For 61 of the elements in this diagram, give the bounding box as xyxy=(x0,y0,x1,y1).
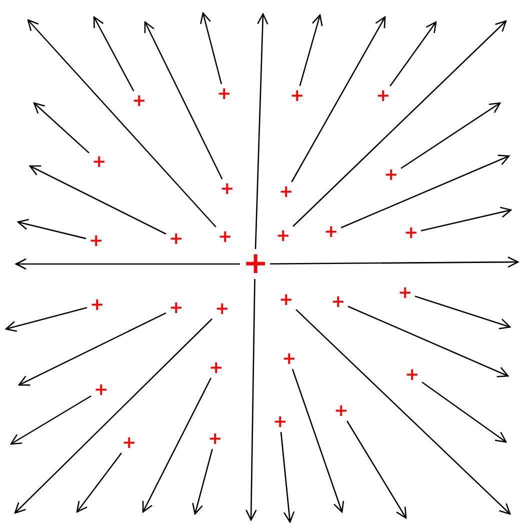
field-arrow xyxy=(400,102,501,169)
field-arrow xyxy=(33,102,90,154)
field-arrow xyxy=(93,16,134,92)
test-charge: + xyxy=(220,182,234,196)
field-arrow xyxy=(76,452,122,513)
test-charge: + xyxy=(282,352,296,366)
field-arrow xyxy=(17,218,86,240)
test-charge: + xyxy=(89,234,103,248)
field-arrow xyxy=(280,432,295,523)
field-arrow xyxy=(200,12,222,84)
test-charge: + xyxy=(279,185,293,199)
field-arrow xyxy=(10,395,92,445)
test-charge: + xyxy=(405,368,419,382)
field-arrow xyxy=(340,154,510,228)
field-arrow xyxy=(291,16,386,182)
test-charge: + xyxy=(376,89,390,103)
test-charge: + xyxy=(217,87,231,101)
test-charge: + xyxy=(273,415,287,429)
test-charge: + xyxy=(92,155,106,169)
field-arrow xyxy=(5,307,88,332)
test-charge: + xyxy=(169,301,183,315)
field-arrow xyxy=(144,21,223,180)
test-charge: + xyxy=(331,295,345,309)
test-charge: + xyxy=(122,436,136,450)
test-charge: + xyxy=(132,94,146,108)
field-arrow xyxy=(420,206,512,232)
field-arrow xyxy=(15,258,240,270)
test-charge: + xyxy=(209,361,223,375)
source-charge: + xyxy=(243,252,267,276)
test-charge: + xyxy=(215,302,229,316)
test-charge: + xyxy=(94,383,108,397)
field-arrow xyxy=(346,420,407,519)
test-charge: + xyxy=(279,293,293,307)
test-charge: + xyxy=(90,298,104,312)
field-arrow xyxy=(296,309,511,515)
field-arrow xyxy=(142,378,212,513)
field-arrow xyxy=(348,306,509,378)
test-charge: + xyxy=(169,232,183,246)
test-charge: + xyxy=(276,229,290,243)
field-arrow xyxy=(292,20,507,227)
test-charge: + xyxy=(404,226,418,240)
field-arrow xyxy=(292,368,344,513)
test-charge: + xyxy=(324,225,338,239)
field-arrow xyxy=(27,19,216,228)
field-arrow xyxy=(390,21,437,86)
test-charge: + xyxy=(290,89,304,103)
field-arrow xyxy=(14,318,212,514)
field-arrow xyxy=(254,13,268,250)
field-arrow xyxy=(299,14,323,86)
field-arrow xyxy=(414,296,511,330)
test-charge: + xyxy=(218,230,232,244)
test-charge: + xyxy=(384,168,398,182)
test-charge: + xyxy=(334,404,348,418)
field-arrow xyxy=(270,256,519,268)
test-charge: + xyxy=(208,432,222,446)
field-arrow xyxy=(18,312,166,386)
field-arrow xyxy=(246,278,257,521)
field-arrow xyxy=(422,382,507,443)
field-arrow xyxy=(192,448,213,515)
test-charge: + xyxy=(398,286,412,300)
field-arrow xyxy=(29,165,166,235)
